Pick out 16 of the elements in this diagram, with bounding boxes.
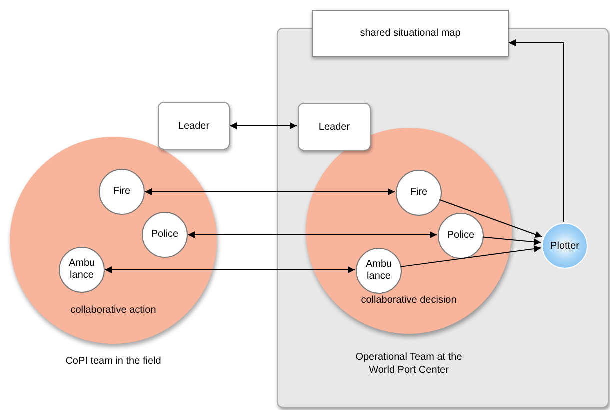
circle-caption: collaborative decision xyxy=(361,294,457,308)
arrow xyxy=(400,246,542,268)
map-box: shared situational map xyxy=(312,10,509,57)
leader-box: Leader xyxy=(298,103,371,151)
panel-caption: Operational Team at the World Port Center xyxy=(354,351,464,377)
team-panel xyxy=(277,28,609,408)
team-caption: CoPI team in the field xyxy=(66,355,162,369)
double-arrow xyxy=(230,122,298,130)
double-arrow xyxy=(104,266,356,274)
leader-box: Leader xyxy=(158,102,230,150)
double-arrow xyxy=(144,188,396,196)
arrow xyxy=(439,199,543,238)
arrow xyxy=(508,40,564,222)
arrow xyxy=(482,236,542,246)
circle-caption: collaborative action xyxy=(70,304,156,318)
double-arrow xyxy=(188,232,438,238)
